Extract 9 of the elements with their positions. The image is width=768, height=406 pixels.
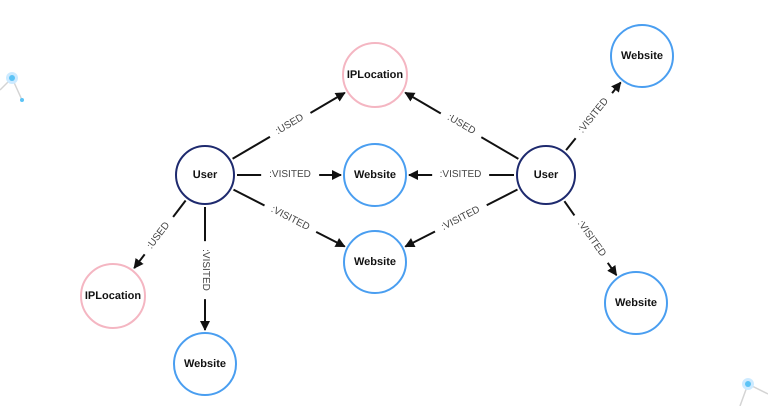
node-label: Website <box>354 168 396 182</box>
node-label: IPLocation <box>346 68 404 82</box>
node-label: Website <box>621 50 663 62</box>
node-label: Website <box>184 358 226 370</box>
node-label: User <box>192 168 218 182</box>
node-label: IPLocation <box>84 290 142 302</box>
node-label: User <box>534 168 558 182</box>
node-label: Website <box>615 296 657 310</box>
node-label: Website <box>354 256 396 268</box>
